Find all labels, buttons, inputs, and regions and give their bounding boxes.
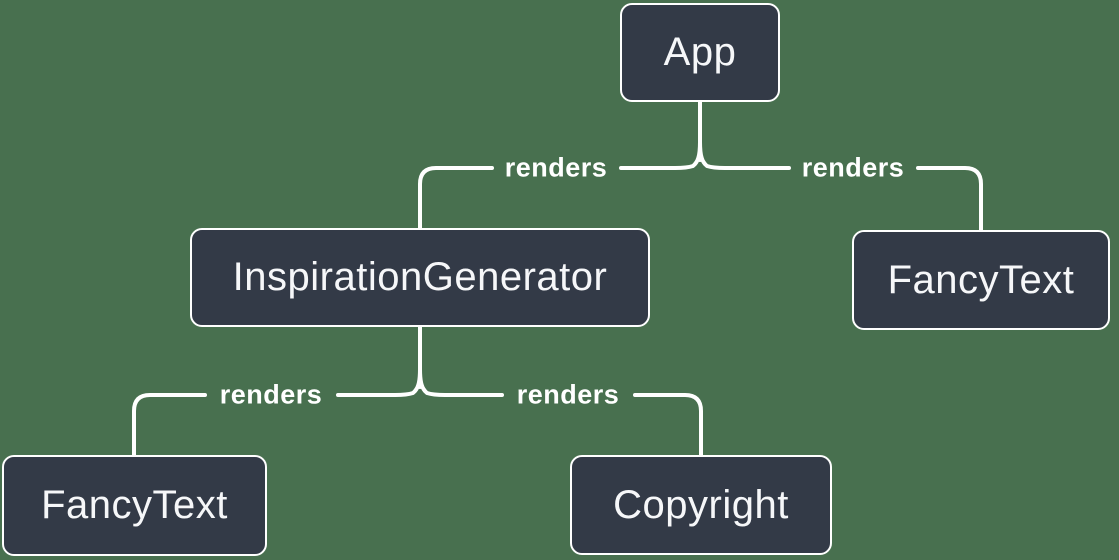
- node-inspiration-generator-label: InspirationGenerator: [232, 255, 608, 299]
- node-copyright-label: Copyright: [613, 482, 789, 527]
- node-copyright: Copyright: [570, 455, 832, 555]
- edge-label-app-inspirationgenerator: renders: [504, 152, 608, 183]
- edge-app-to-fancytext: [698, 140, 983, 232]
- edge-label-inspirationgenerator-copyright: renders: [516, 379, 620, 410]
- node-fancy-text-top: FancyText: [852, 230, 1110, 330]
- node-app-label: App: [663, 30, 737, 74]
- node-fancy-text-top-label: FancyText: [887, 257, 1075, 302]
- edge-label-inspirationgenerator-fancytext: renders: [219, 379, 323, 410]
- node-fancy-text-bottom-label: FancyText: [41, 483, 228, 527]
- node-fancy-text-bottom: FancyText: [2, 455, 267, 556]
- node-app: App: [620, 3, 780, 102]
- node-inspiration-generator: InspirationGenerator: [190, 228, 650, 327]
- edge-inspirationgenerator-to-copyright: [418, 367, 703, 457]
- edge-label-app-fancytext: renders: [801, 152, 905, 183]
